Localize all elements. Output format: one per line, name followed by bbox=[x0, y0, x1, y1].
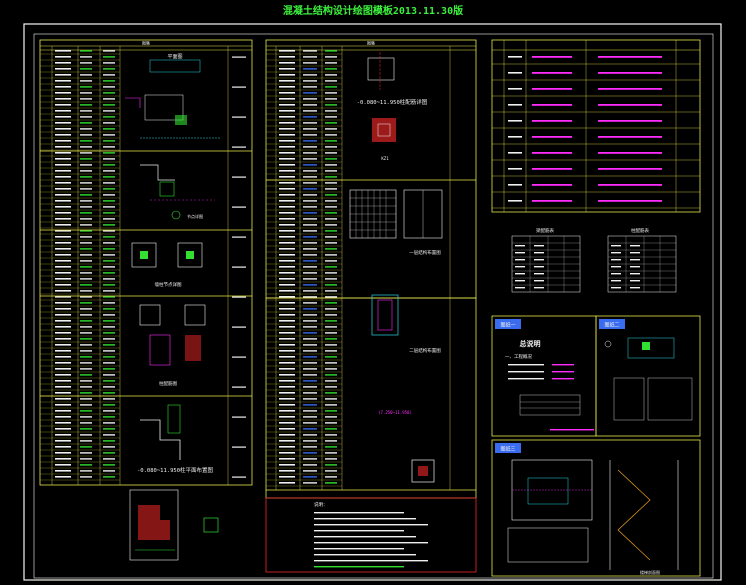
stair-note: 楼梯剖面图 bbox=[640, 569, 660, 575]
drawing-title: 混凝土结构设计绘图模板2013.11.30版 bbox=[283, 4, 463, 17]
inner-frame bbox=[33, 33, 714, 579]
sheet-three-label: 图纸三 bbox=[500, 446, 515, 453]
middle-panel: 图集 -0.080~11.950柱配筋详图 KZ1 bbox=[265, 40, 477, 573]
plan-title: 平面图 bbox=[167, 54, 182, 60]
general-notes-title: 总说明 bbox=[520, 339, 541, 348]
table-left-title: 梁配筋表 bbox=[536, 227, 554, 234]
svg-text:KZ1: KZ1 bbox=[381, 156, 389, 161]
section-2-label: -0.080~11.950柱配筋详图 bbox=[357, 98, 428, 106]
general-notes-sub: 一、工程概况 bbox=[505, 353, 532, 360]
middle-panel-header: 图集 bbox=[367, 40, 375, 46]
svg-text:柱配筋图: 柱配筋图 bbox=[159, 380, 177, 387]
svg-text:(7.250~11.950): (7.250~11.950) bbox=[378, 410, 412, 415]
notes-header: 说明： bbox=[314, 501, 328, 508]
left-panel-border bbox=[39, 39, 253, 486]
table-right-title: 柱配筋表 bbox=[631, 227, 649, 234]
right-panel: 梁配筋表 柱配筋表 图纸一 总说明 一、工程概况 图纸二 bbox=[491, 39, 701, 577]
section-1-label: -0.080~11.950柱平面布置图 bbox=[137, 466, 214, 474]
node-detail-label: 墙柱节点详图 bbox=[155, 281, 182, 288]
sheet-two-label: 图纸二 bbox=[604, 322, 619, 329]
outer-frame bbox=[23, 23, 722, 581]
wall-elevation-2: 二层结构布置图 bbox=[409, 347, 441, 354]
left-panel: 图集 平面图 节点详图 bbox=[39, 39, 253, 561]
wall-elevation-1: 一层结构布置图 bbox=[409, 249, 441, 256]
left-panel-header: 图集 bbox=[142, 40, 150, 46]
sheet-one-label: 图纸一 bbox=[500, 322, 515, 329]
svg-text:节点详图: 节点详图 bbox=[187, 213, 203, 219]
